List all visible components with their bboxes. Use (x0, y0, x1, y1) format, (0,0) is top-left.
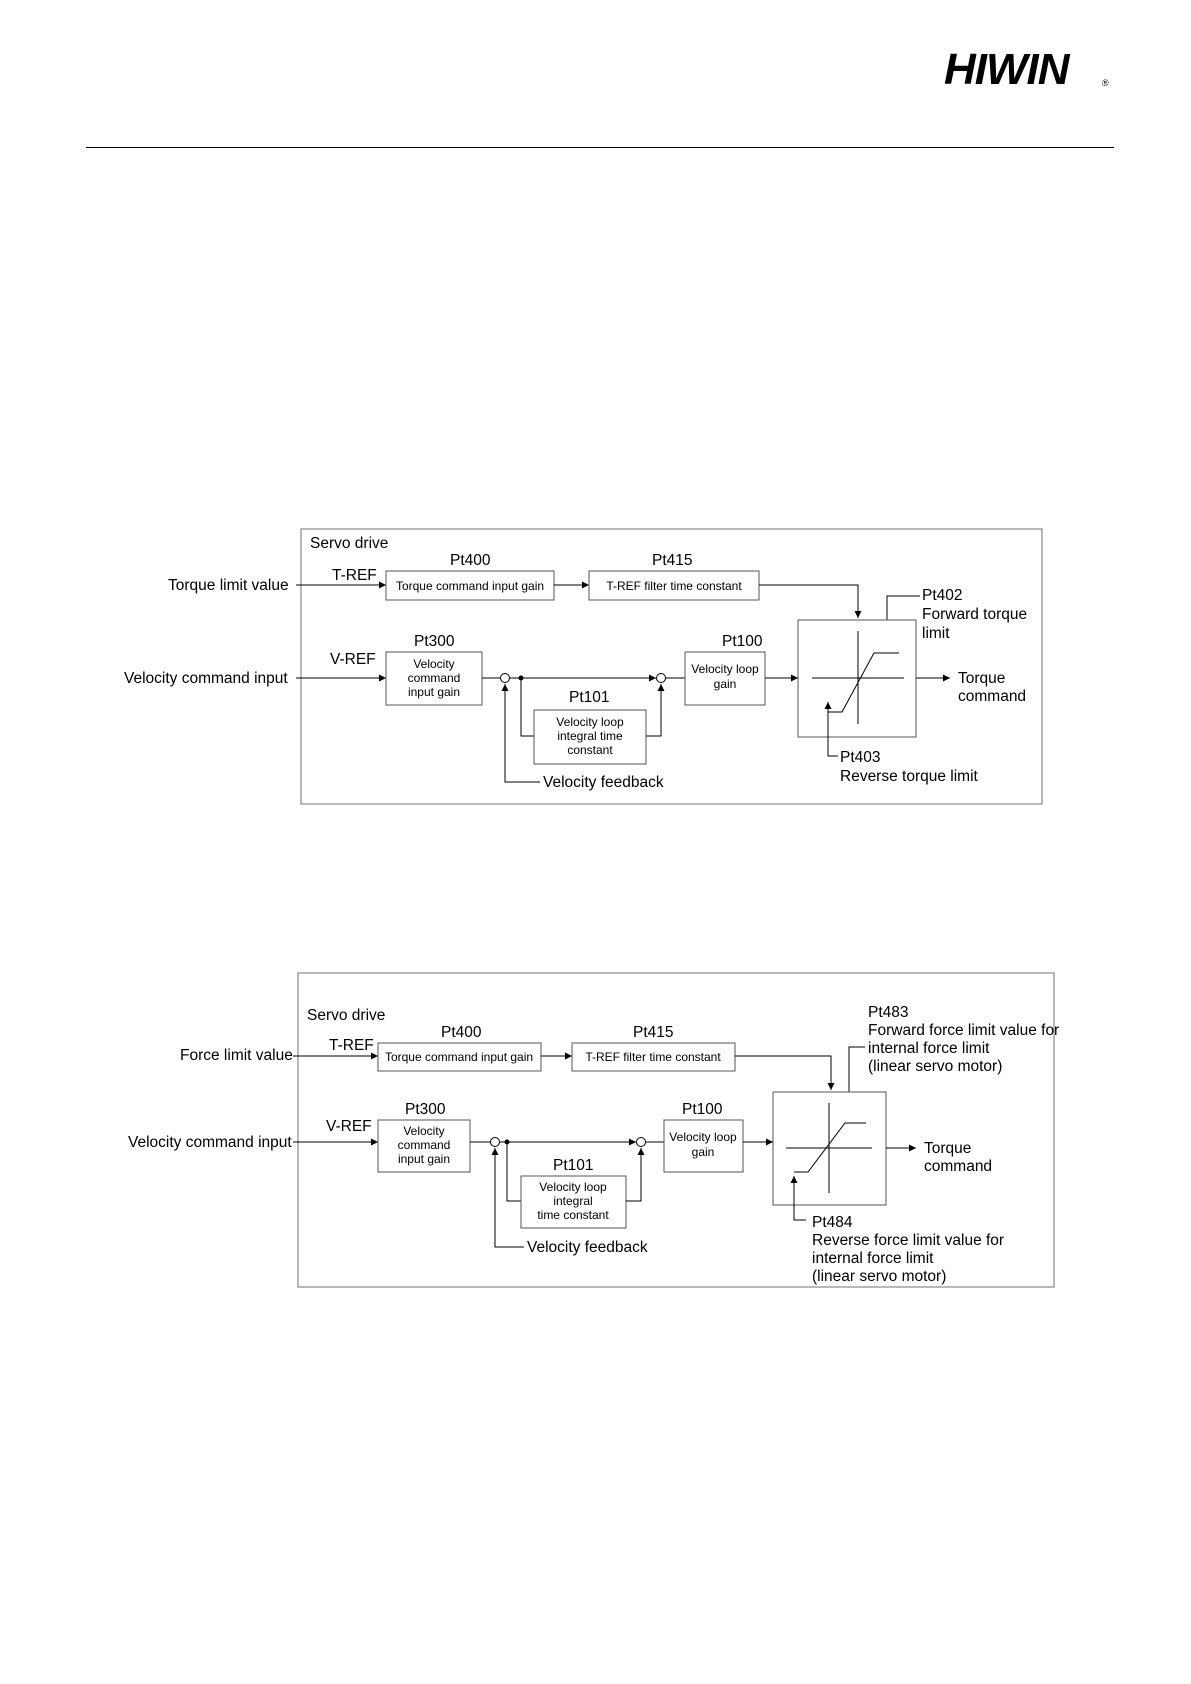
vcig-line1-2: Velocity (403, 1124, 444, 1138)
summing-junction-2 (656, 673, 666, 683)
t-ref-label-2: T-REF (329, 1037, 374, 1054)
velocity-loop-integral-block (533, 709, 647, 765)
vlitc-line1-2: Velocity loop (539, 1180, 607, 1194)
pt400-label-2: Pt400 (441, 1024, 482, 1041)
pt483-line1: Forward force limit value for (868, 1022, 1059, 1039)
velocity-command-input-gain-block-2 (377, 1119, 471, 1173)
pt415-label: Pt415 (652, 552, 693, 569)
force-limit-value-label: Force limit value (180, 1047, 293, 1064)
torque-command-input-gain-block-2 (377, 1042, 542, 1072)
pt484-line2: internal force limit (812, 1250, 934, 1267)
pt483-label: Pt483 (868, 1004, 909, 1021)
pt100-label-2: Pt100 (682, 1101, 723, 1118)
summing-junction-2-2 (636, 1137, 646, 1147)
vcig-line2-2: command (398, 1138, 451, 1152)
velocity-command-input-gain-block (385, 651, 483, 706)
vcig-line2: command (408, 671, 461, 685)
pt483-line3: (linear servo motor) (868, 1058, 1002, 1075)
v-ref-label-2: V-REF (326, 1118, 372, 1135)
vcig-line3: input gain (408, 685, 460, 699)
torque-command-input-gain-text-2: Torque command input gain (385, 1050, 533, 1064)
tref-filter-text-2: T-REF filter time constant (585, 1050, 721, 1064)
servo-drive-frame (300, 528, 1043, 805)
forward-torque-limit-line1: Forward torque (922, 606, 1027, 623)
pt300-label-2: Pt300 (405, 1101, 446, 1118)
pt483-line2: internal force limit (868, 1040, 990, 1057)
velocity-command-input-label-2: Velocity command input (128, 1134, 292, 1151)
vlitc-line1: Velocity loop (556, 715, 624, 729)
tref-filter-block (588, 570, 760, 601)
vlg-line1-2: Velocity loop (669, 1130, 737, 1144)
pt484-label: Pt484 (812, 1214, 853, 1231)
summing-junction-1-2 (490, 1137, 500, 1147)
velocity-feedback-label: Velocity feedback (543, 774, 664, 791)
tref-filter-block-2 (571, 1042, 736, 1072)
tref-filter-text: T-REF filter time constant (606, 579, 742, 593)
torque-command-line2-2: command (924, 1158, 992, 1175)
servo-drive-label: Servo drive (310, 535, 388, 552)
pt300-label: Pt300 (414, 633, 455, 650)
pt403-label: Pt403 (840, 749, 881, 766)
pt402-label: Pt402 (922, 587, 963, 604)
hiwin-logo: HIWIN ® (944, 46, 1109, 94)
vlg-line2: gain (714, 677, 737, 691)
forward-torque-limit-line2: limit (922, 625, 950, 642)
diagram-force-limit: Servo drive Force limit value T-REF Pt40… (128, 972, 1059, 1288)
vlitc-line2: integral time (557, 729, 623, 743)
reverse-torque-limit-label: Reverse torque limit (840, 768, 979, 785)
torque-command-input-gain-block (385, 570, 555, 601)
vcig-line1: Velocity (413, 657, 454, 671)
velocity-loop-integral-block-2 (520, 1175, 627, 1229)
torque-command-line1-2: Torque (924, 1140, 971, 1157)
velocity-command-input-label: Velocity command input (124, 670, 288, 687)
pt484-line1: Reverse force limit value for (812, 1232, 1004, 1249)
pt101-label: Pt101 (569, 689, 610, 706)
torque-command-line2: command (958, 688, 1026, 705)
pt400-label: Pt400 (450, 552, 491, 569)
brand-logo-text: HIWIN (944, 46, 1071, 94)
vcig-line3-2: input gain (398, 1152, 450, 1166)
t-ref-label: T-REF (332, 567, 377, 584)
pt415-label-2: Pt415 (633, 1024, 674, 1041)
torque-command-line1: Torque (958, 670, 1005, 687)
registered-mark: ® (1102, 78, 1109, 88)
velocity-loop-gain-block-2 (663, 1119, 744, 1173)
vlg-line2-2: gain (692, 1145, 715, 1159)
servo-drive-label-2: Servo drive (307, 1007, 385, 1024)
summing-junction-1 (500, 673, 510, 683)
diagram-torque-limit: Servo drive Torque limit value T-REF Pt4… (124, 528, 1043, 805)
pt100-label: Pt100 (722, 633, 763, 650)
torque-limit-value-label: Torque limit value (168, 577, 289, 594)
vlg-line1: Velocity loop (691, 662, 759, 676)
v-ref-label: V-REF (330, 651, 376, 668)
vlitc-line3: constant (567, 743, 613, 757)
header-rule (86, 147, 1114, 148)
pt101-label-2: Pt101 (553, 1157, 594, 1174)
velocity-feedback-label-2: Velocity feedback (527, 1239, 648, 1256)
servo-drive-frame-2 (297, 972, 1055, 1288)
vlitc-line2-2: integral (553, 1194, 592, 1208)
pt484-line3: (linear servo motor) (812, 1268, 946, 1285)
torque-command-input-gain-text: Torque command input gain (396, 579, 544, 593)
vlitc-line3-2: time constant (537, 1208, 609, 1222)
